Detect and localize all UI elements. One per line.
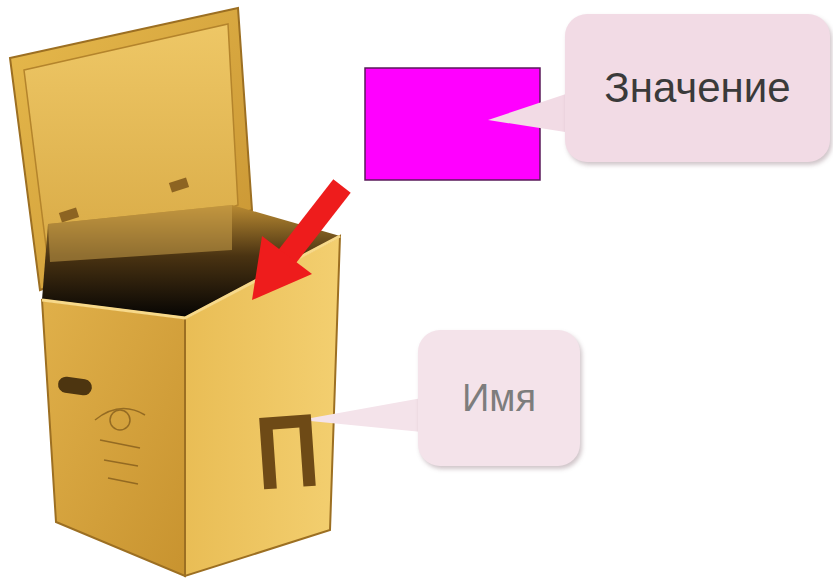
box-right-face — [185, 236, 340, 576]
box-left-face — [42, 300, 185, 576]
callout-tail — [300, 398, 422, 432]
hinge — [169, 177, 189, 192]
handle-hole — [57, 376, 93, 397]
box-letter: П — [252, 398, 323, 506]
callout-bubble: Значение — [565, 14, 830, 162]
callout-text: Значение — [604, 64, 790, 112]
box-logo — [95, 409, 145, 484]
red-arrow — [252, 186, 342, 300]
callout-text: Имя — [462, 377, 536, 420]
hinge — [59, 207, 79, 222]
callout-bubble: Имя — [418, 330, 580, 466]
box-back-wall — [48, 205, 232, 262]
box-lid-inner — [24, 24, 238, 278]
